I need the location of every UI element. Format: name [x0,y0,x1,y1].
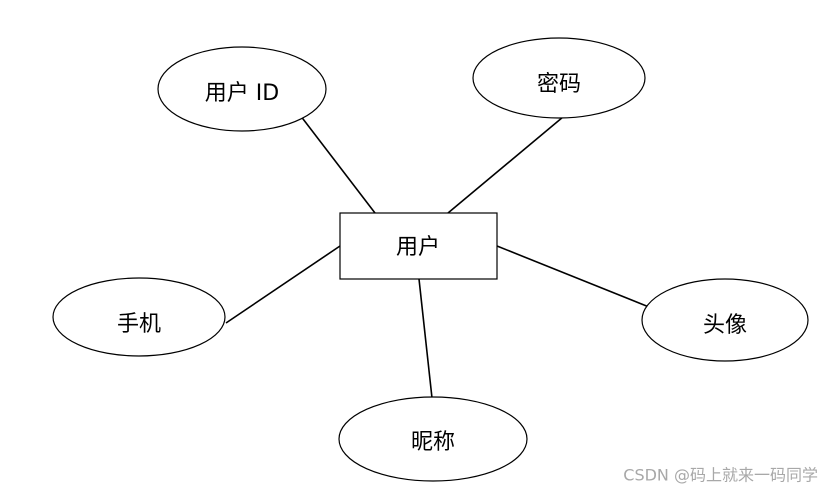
attribute-ellipse [641,278,809,362]
attribute-ellipse [52,277,226,357]
attribute-ellipse [338,396,528,482]
attribute-ellipse [157,46,327,132]
attribute-label: 昵称 [411,430,455,455]
attribute-label: 手机 [117,312,161,337]
entity-label: 用户 [396,235,440,260]
csdn-watermark: CSDN @码上就来一码同学 [623,466,818,485]
edge-user-id [299,114,376,214]
entity-box [339,212,498,280]
edge-password [447,116,564,214]
attribute-avatar: 头像 [641,278,809,362]
attribute-label: 用户 ID [205,81,279,106]
attribute-password: 密码 [472,37,646,119]
attribute-label: 密码 [537,72,581,97]
edge-phone [225,245,341,324]
edge-nickname [418,278,433,399]
attribute-user-id: 用户 ID [157,46,327,132]
attribute-nickname: 昵称 [338,396,528,482]
edge-avatar [496,245,650,308]
attribute-phone: 手机 [52,277,226,357]
attribute-label: 头像 [703,313,747,338]
entity-user: 用户 [339,212,498,280]
attribute-ellipse [472,37,646,119]
